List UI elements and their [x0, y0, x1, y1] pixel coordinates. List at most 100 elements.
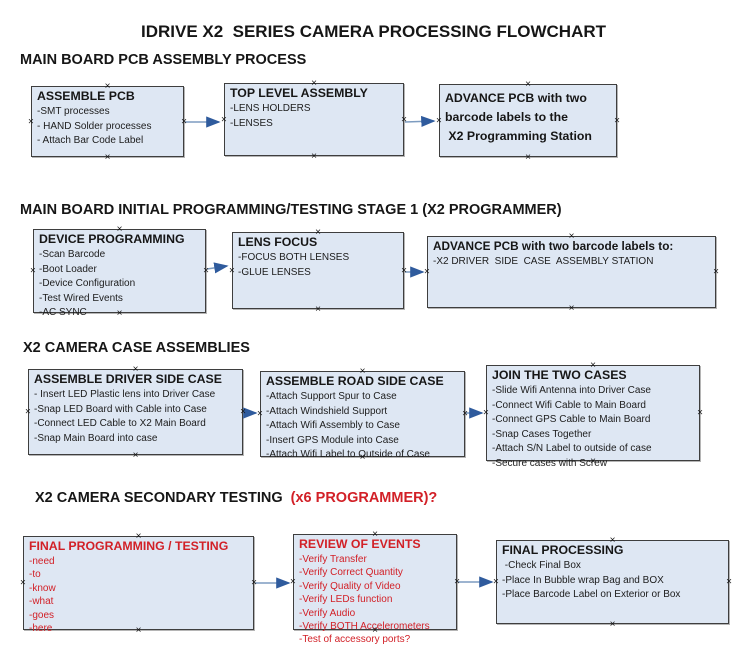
flow-box-final-programming-testing: FINAL PROGRAMMING / TESTING -need -to-kno… — [20, 532, 257, 636]
box-item: -Snap LED Board with Cable into Case — [34, 403, 207, 415]
flow-box-assemble-pcb: ASSEMBLE PCB -SMT processes - HAND Solder… — [28, 82, 187, 163]
box-items: -Check Final Box -Place In Bubble wrap Ba… — [502, 559, 724, 603]
flow-box-top-level-assembly: TOP LEVEL ASSEMBLY -LENS HOLDERS-LENSES … — [221, 79, 407, 162]
box-item: -Verify LEDs function — [299, 594, 393, 606]
box-title: TOP LEVEL ASSEMBLY — [230, 86, 368, 100]
page-title: IDRIVE X2 SERIES CAMERA PROCESSING FLOWC… — [140, 22, 607, 41]
section-heading-secondary-testing: X2 CAMERA SECONDARY TESTING (x6 PROGRAMM… — [35, 490, 437, 506]
section-heading-case-assemblies: X2 CAMERA CASE ASSEMBLIES — [23, 340, 250, 356]
anchor-x-icon: × — [240, 406, 246, 418]
box-item: -Slide Wifi Antenna into Driver Case — [492, 385, 651, 396]
box-item: -Check Final Box — [502, 560, 581, 571]
box-items: -Verify Transfer -Verify Correct Quantity… — [299, 553, 452, 647]
box-item: -Place Barcode Label on Exterior or Box — [502, 589, 681, 600]
flow-box-advance-to-programming-station: ADVANCE PCB with two barcode labels to t… — [436, 80, 620, 163]
box-title: ADVANCE PCB with two barcode labels to t… — [445, 91, 592, 143]
section-heading-secondary-testing-black: X2 CAMERA SECONDARY TESTING — [35, 490, 283, 506]
anchor-x-icon: × — [525, 152, 531, 163]
anchor-x-icon: × — [229, 265, 235, 276]
box-items: -FOCUS BOTH LENSES -GLUE LENSES — [238, 251, 399, 280]
box-item: -Test of accessory ports? — [299, 634, 411, 646]
flow-box-device-programming: DEVICE PROGRAMMING -Scan Barcode -Boot Lo… — [30, 225, 209, 319]
box-item: -FOCUS BOTH LENSES — [238, 252, 350, 263]
box-item: -Connect Wifi Cable to Main Board — [492, 399, 646, 411]
box-item: -Place In Bubble wrap Bag and BOX — [502, 574, 664, 586]
box-title: FINAL PROGRAMMING / TESTING — [29, 539, 229, 553]
box-item: - Attach Bar Code Label — [37, 135, 144, 146]
flow-box-advance-to-driver-side-station: ADVANCE PCB with two barcode labels to: … — [424, 232, 719, 314]
box-title: ADVANCE PCB with two barcode labels to: — [433, 239, 674, 253]
anchor-x-icon: × — [311, 151, 317, 162]
anchor-x-icon: × — [424, 266, 430, 278]
box-title: REVIEW OF EVENTS — [299, 537, 421, 551]
anchor-x-icon: × — [20, 577, 26, 589]
box-title: JOIN THE TWO CASES — [492, 368, 627, 382]
anchor-x-icon: × — [568, 303, 575, 314]
anchor-x-icon: × — [290, 576, 296, 588]
box-item: - Insert LED Plastic lens into Driver Ca… — [34, 389, 216, 400]
box-item: -to — [29, 569, 41, 581]
section-heading-secondary-testing-red: (x6 PROGRAMMER)? — [282, 490, 438, 506]
anchor-x-icon: × — [609, 619, 616, 630]
anchor-x-icon: × — [315, 304, 321, 315]
box-item: -AC SYNC — [39, 307, 87, 318]
box-item: -Scan Barcode — [39, 249, 106, 260]
box-items: -Slide Wifi Antenna into Driver Case -Con… — [492, 384, 695, 471]
anchor-x-icon: × — [257, 408, 263, 420]
box-item: -Snap Main Board into case — [34, 432, 158, 444]
box-item: -goes — [29, 609, 55, 621]
box-item: -need — [29, 556, 55, 567]
anchor-x-icon: × — [401, 265, 407, 276]
box-item: -SMT processes — [37, 106, 110, 117]
box-item: -Boot Loader — [39, 263, 97, 275]
anchor-x-icon: × — [30, 265, 36, 277]
box-item: -Connect GPS Cable to Main Board — [492, 414, 651, 425]
anchor-x-icon: × — [203, 265, 209, 277]
box-item: -here — [29, 623, 53, 635]
box-item: -Verify Quality of Video — [299, 580, 401, 592]
flow-box-lens-focus: LENS FOCUS -FOCUS BOTH LENSES -GLUE LENSE… — [229, 228, 407, 315]
box-items: -Scan Barcode-Boot Loader-Device Configu… — [39, 248, 201, 321]
anchor-x-icon: × — [713, 266, 719, 278]
anchor-x-icon: × — [614, 115, 620, 126]
anchor-x-icon: × — [697, 407, 703, 419]
box-item: - HAND Solder processes — [37, 120, 152, 132]
box-title: DEVICE PROGRAMMING — [39, 232, 185, 246]
box-item: -GLUE LENSES — [238, 266, 311, 278]
box-title: LENS FOCUS — [238, 235, 318, 249]
box-item: -Connect LED Cable to X2 Main Board — [34, 418, 206, 429]
box-item: -Snap Cases Together — [492, 428, 592, 440]
box-item: -know — [29, 582, 56, 594]
box-item: -Verify Correct Quantity — [299, 567, 403, 579]
anchor-x-icon: × — [726, 576, 732, 588]
anchor-x-icon: × — [454, 576, 460, 588]
anchor-x-icon: × — [181, 116, 187, 127]
box-item: -Verify Transfer — [299, 554, 367, 565]
box-items: - Insert LED Plastic lens into Driver Ca… — [34, 388, 238, 446]
box-title: ASSEMBLE ROAD SIDE CASE — [266, 374, 444, 388]
anchor-x-icon: × — [28, 116, 34, 127]
section-heading-initial-programming: MAIN BOARD INITIAL PROGRAMMING/TESTING S… — [20, 202, 562, 218]
flow-box-final-processing: FINAL PROCESSING -Check Final Box-Place … — [493, 536, 732, 630]
anchor-x-icon: × — [436, 115, 442, 126]
anchor-x-icon: × — [221, 114, 227, 125]
box-title: ASSEMBLE PCB — [37, 89, 135, 103]
box-item: -Test Wired Events — [39, 292, 123, 304]
box-item: -Insert GPS Module into Case — [266, 434, 399, 446]
anchor-x-icon: × — [401, 114, 407, 125]
arrow-icon-device-to-lensfocus — [206, 262, 229, 274]
flow-box-join-the-two-cases: JOIN THE TWO CASES -Slide Wifi Antenna i… — [483, 361, 703, 469]
box-items: -LENS HOLDERS-LENSES — [230, 102, 399, 131]
box-item: -Attach Wifi Label to Outside of Case — [266, 449, 430, 460]
anchor-x-icon: × — [462, 408, 468, 420]
box-item: -Secure cases with Screw — [492, 457, 608, 469]
box-items: -X2 DRIVER SIDE CASE ASSEMBLY STATION — [433, 255, 711, 270]
box-item: -Attach S/N Label to outside of case — [492, 443, 652, 454]
box-item: -X2 DRIVER SIDE CASE ASSEMBLY STATION — [433, 256, 654, 267]
box-title: ASSEMBLE DRIVER SIDE CASE — [34, 372, 222, 386]
box-item: -LENS HOLDERS — [230, 103, 311, 114]
box-items: -need-to-know-what-goes-here — [29, 555, 249, 635]
anchor-x-icon: × — [25, 406, 31, 418]
box-item: -Attach Support Spur to Case — [266, 391, 397, 402]
